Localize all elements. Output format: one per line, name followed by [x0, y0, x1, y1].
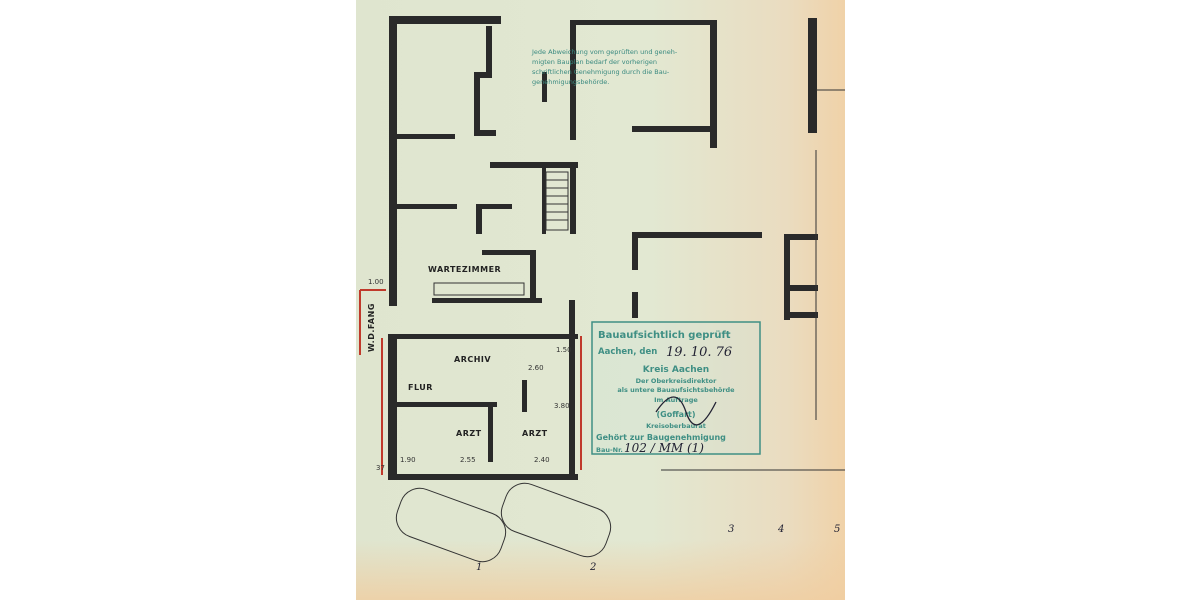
note-line: schriftlichen Genehmigung durch die Bau-	[532, 68, 670, 76]
wall	[488, 402, 493, 462]
stamp-line: Kreis Aachen	[643, 365, 709, 375]
wall	[388, 334, 578, 339]
wall	[397, 204, 457, 209]
stamp-signatory: (Goffart)	[656, 410, 695, 419]
stamp-bau-nr: 102 / MM (1)	[624, 441, 704, 455]
dimension-label: 2.60	[528, 364, 544, 372]
wall	[710, 20, 717, 148]
car-sketches	[395, 482, 612, 563]
stamp-bau-nr-label: Bau-Nr.	[596, 446, 623, 454]
wall	[389, 16, 397, 306]
wall	[808, 18, 817, 133]
wall	[784, 285, 818, 291]
walls	[388, 16, 818, 480]
wall	[389, 16, 501, 24]
wall	[388, 474, 578, 480]
wall	[542, 168, 546, 234]
wall	[784, 312, 818, 318]
dimension-label: 1.50	[556, 346, 572, 354]
wall	[522, 380, 527, 412]
room-label-arzt: ARZT	[456, 429, 482, 438]
stair-wall	[542, 72, 547, 102]
approval-stamp: Bauaufsichtlich geprüft Aachen, den 19. …	[591, 321, 761, 455]
wall	[632, 232, 638, 270]
wall	[490, 162, 578, 168]
room-label-archiv: ARCHIV	[454, 355, 491, 364]
dimension-label: 1.00	[368, 278, 384, 286]
red-markup-lines	[359, 289, 582, 475]
dimension-label: 2.55	[460, 456, 476, 464]
dimensions: 1.00 1.50 2.60 3.80 1.90 2.55 2.40 37	[368, 278, 572, 472]
wall	[486, 26, 492, 76]
markers: 3 4 5 1 2	[476, 524, 840, 573]
floor-plan-sheet: Jede Abweichung vom geprüften und geneh-…	[356, 0, 845, 600]
dimension-label: 37	[376, 464, 385, 472]
wall	[476, 204, 512, 209]
wall	[474, 130, 496, 136]
dimension-label: 1.90	[400, 456, 416, 464]
marker-label: 2	[589, 562, 596, 573]
wall	[784, 234, 790, 320]
wall	[397, 134, 455, 139]
marker-label: 5	[834, 524, 840, 535]
marker-label: 3	[728, 524, 734, 535]
room-label-flur: FLUR	[408, 383, 433, 392]
wall	[634, 232, 762, 238]
wall	[530, 250, 536, 300]
wall	[632, 126, 712, 132]
stamp-line: Im Auftrage	[654, 396, 698, 404]
stamp-line: Der Oberkreisdirektor	[636, 377, 717, 385]
wall	[570, 20, 576, 140]
stamp-line: Gehört zur Baugenehmigung	[596, 433, 726, 442]
room-label-wd-fang: W.D.FANG	[367, 303, 376, 352]
wall	[388, 334, 397, 480]
wall	[570, 162, 576, 234]
wall	[476, 204, 482, 234]
paper-stain	[356, 540, 845, 600]
stamp-place: Aachen, den	[598, 347, 657, 357]
room-label-wartezimmer: WARTEZIMMER	[428, 265, 501, 274]
room-label-arzt: ARZT	[522, 429, 548, 438]
signature	[655, 396, 717, 426]
note-text: Jede Abweichung vom geprüften und geneh-…	[531, 48, 678, 86]
dimension-label: 2.40	[534, 456, 550, 464]
wall	[482, 250, 536, 255]
wall	[784, 234, 818, 240]
stamp-title: Bauaufsichtlich geprüft	[598, 330, 731, 341]
stamp-line: Kreisoberbaurat	[646, 422, 706, 430]
note-line: Jede Abweichung vom geprüften und geneh-	[531, 48, 678, 56]
stamp-line: als untere Bauaufsichtsbehörde	[617, 386, 735, 394]
wall	[632, 292, 638, 318]
stair	[433, 89, 845, 471]
wall	[474, 72, 480, 134]
note-line: genehmigungsbehörde.	[532, 78, 609, 86]
marker-label: 1	[476, 562, 482, 573]
wall	[474, 72, 492, 78]
note-line: migten Bauplan bedarf der vorherigen	[532, 58, 657, 66]
wall	[570, 20, 716, 25]
marker-label: 4	[777, 524, 784, 535]
wall	[432, 298, 542, 303]
wall	[397, 402, 497, 407]
wall	[569, 300, 575, 480]
floor-plan-drawing: Jede Abweichung vom geprüften und geneh-…	[359, 16, 845, 573]
dimension-label: 3.80	[554, 402, 570, 410]
stamp-date: 19. 10. 76	[666, 345, 732, 360]
